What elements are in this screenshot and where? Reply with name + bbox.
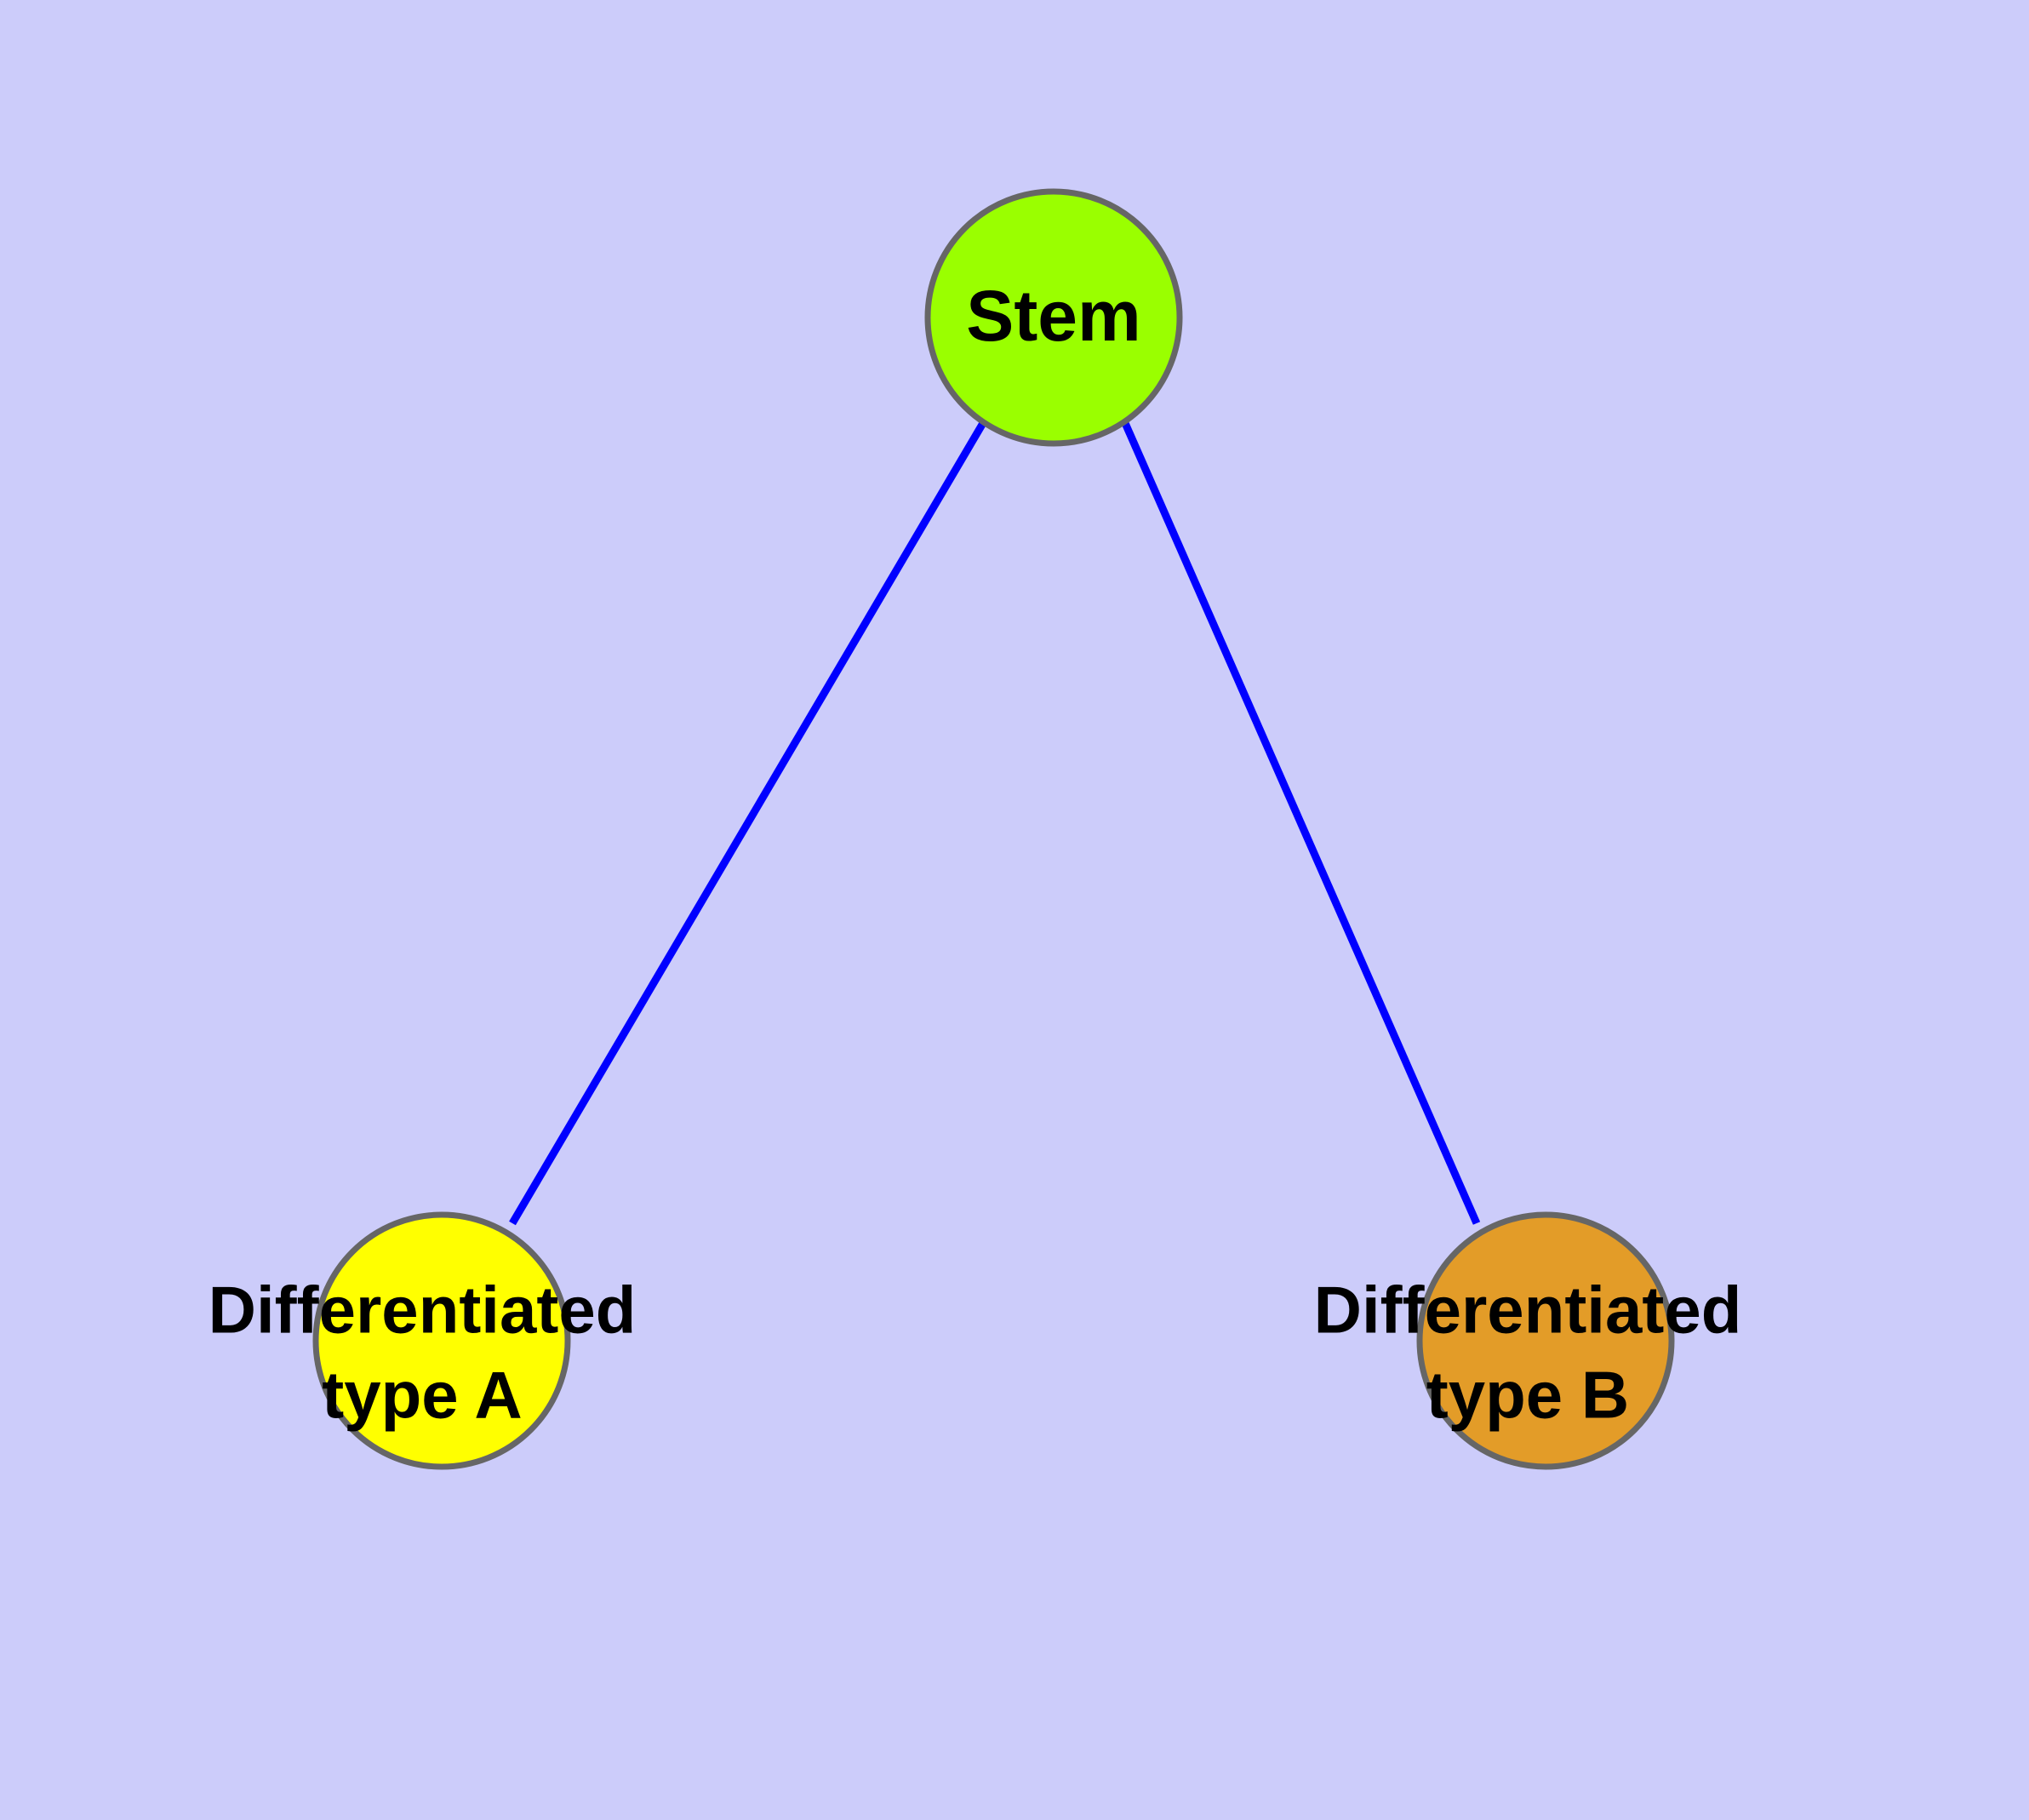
- node-differentiated-type-b[interactable]: [1416, 1211, 1675, 1470]
- edge-stem-to-differentiated-type-b[interactable]: [1121, 421, 1481, 1225]
- edge-layer: [509, 421, 1481, 1226]
- node-label-differentiated-type-a-line2: type A: [322, 1358, 523, 1433]
- node-label-differentiated-type-b-line1: Differentiated: [1314, 1273, 1742, 1348]
- node-layer: [312, 188, 1675, 1470]
- node-label-differentiated-type-b-line2: type B: [1426, 1358, 1629, 1433]
- node-stem[interactable]: [924, 188, 1183, 447]
- node-differentiated-type-a[interactable]: [312, 1211, 571, 1470]
- edge-stem-to-differentiated-type-a[interactable]: [509, 421, 986, 1226]
- label-layer: Stem Differentiated type A Differentiate…: [209, 276, 1742, 1432]
- node-label-differentiated-type-a-line1: Differentiated: [209, 1273, 637, 1348]
- node-label-stem: Stem: [966, 276, 1140, 356]
